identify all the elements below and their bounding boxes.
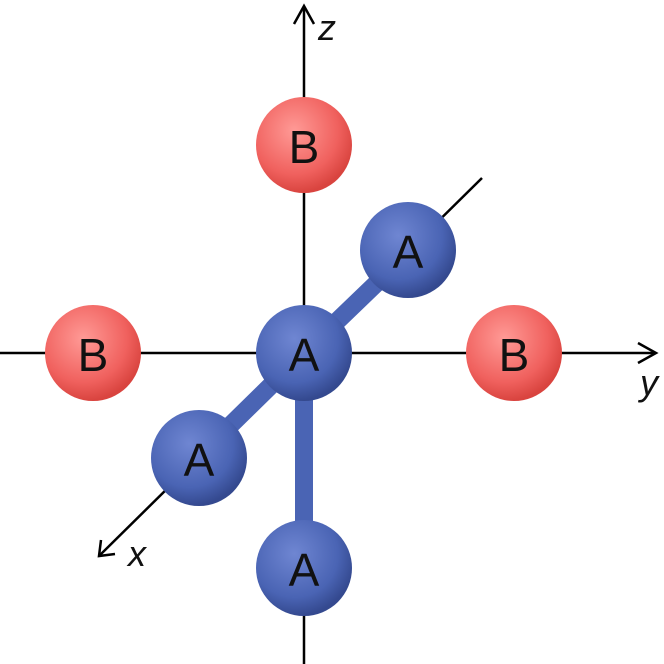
x-axis-arrowhead [97,539,116,558]
atom-y-right: B [466,305,562,401]
atom-label: B [499,329,530,381]
atom-label: A [393,226,424,278]
atom-sphere [466,305,562,401]
atom-label: B [78,329,109,381]
atom-label: A [184,434,215,486]
atom-sphere [45,305,141,401]
atom-label: A [289,329,320,381]
atom-back-diag: A [360,202,456,298]
y-axis-arrowhead [637,341,659,365]
atom-sphere [256,305,352,401]
atom-z-top: B [256,97,352,193]
atom-sphere [360,202,456,298]
atom-z-bottom: A [256,520,352,616]
z-axis-label: z [317,7,336,48]
atom-sphere [151,410,247,506]
atom-label: A [289,544,320,596]
atom-sphere [256,97,352,193]
z-axis-arrowhead [292,3,316,25]
y-axis-label: y [637,362,660,403]
atom-center: A [256,305,352,401]
atom-sphere [256,520,352,616]
x-axis-label: x [126,533,148,574]
atom-front-diag: A [151,410,247,506]
atom-y-left: B [45,305,141,401]
atom-label: B [289,121,320,173]
